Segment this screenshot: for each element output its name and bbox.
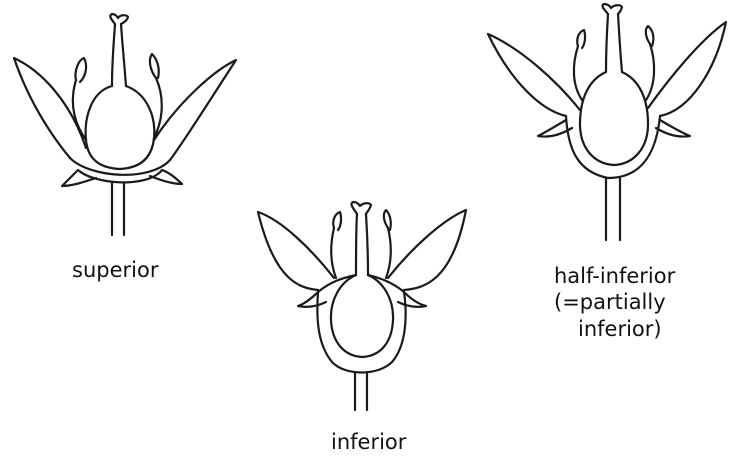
stamen-right bbox=[646, 44, 654, 100]
label-half-inferior: half-inferior (=partially inferior) bbox=[554, 263, 675, 342]
anther-right bbox=[646, 26, 654, 46]
style bbox=[618, 14, 622, 72]
label-inferior: inferior bbox=[331, 429, 406, 455]
stigma bbox=[603, 4, 622, 14]
label-half-inferior-line2: (=partially bbox=[554, 289, 675, 315]
stamen-left bbox=[574, 46, 582, 100]
label-half-inferior-line1: half-inferior bbox=[554, 263, 675, 289]
ovary bbox=[580, 72, 648, 165]
style bbox=[606, 14, 608, 72]
label-superior: superior bbox=[72, 257, 158, 283]
anther-left bbox=[577, 30, 585, 48]
sepal-right bbox=[656, 120, 690, 137]
label-half-inferior-line3: inferior) bbox=[554, 316, 675, 342]
petal-left bbox=[488, 34, 580, 116]
petal-right bbox=[648, 22, 726, 116]
